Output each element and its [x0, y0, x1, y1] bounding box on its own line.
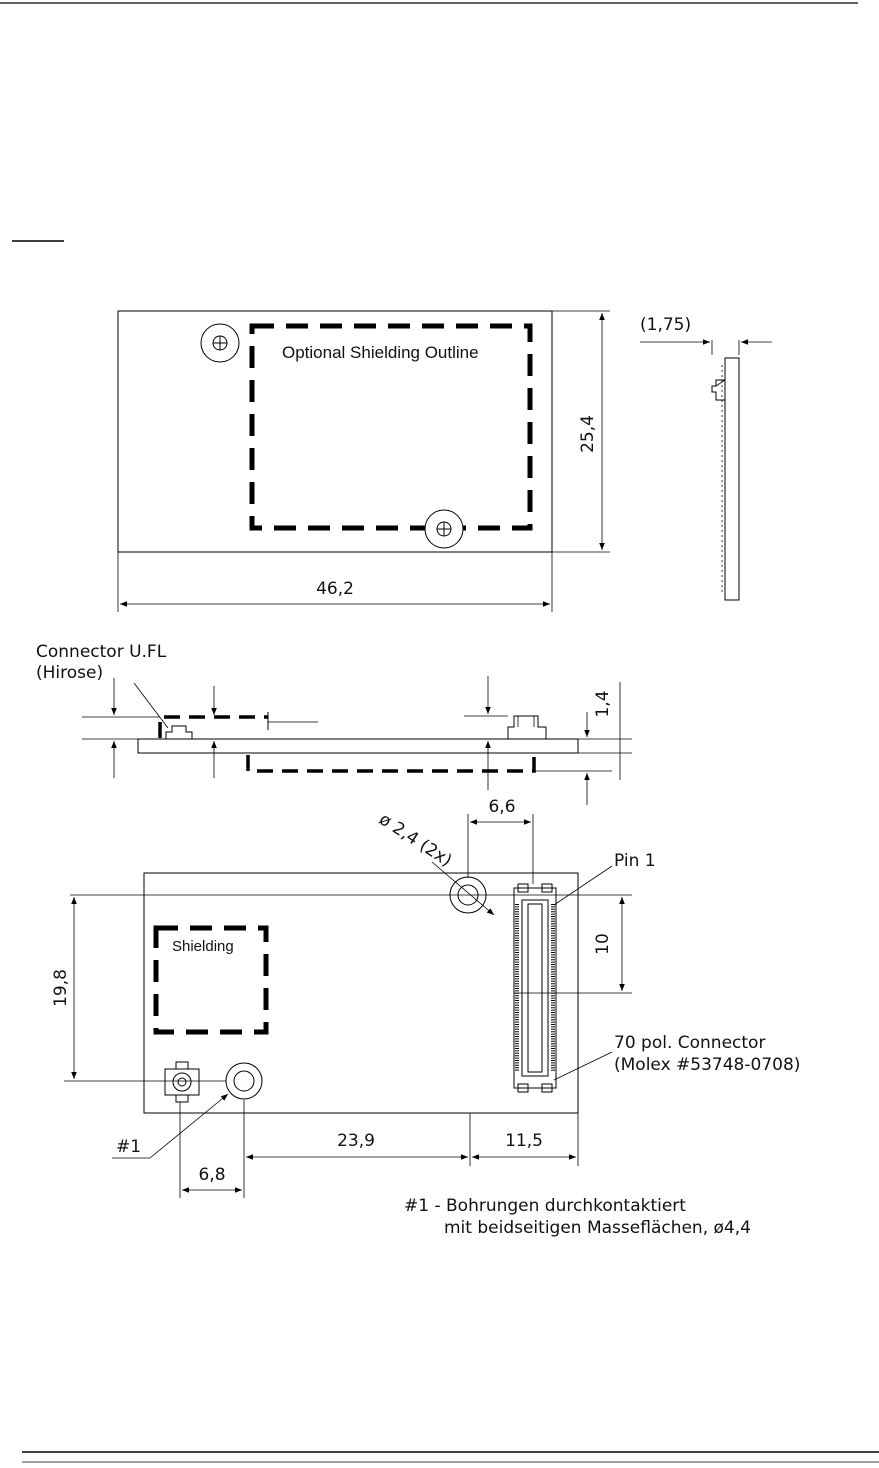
top-dim-width: 46,2 — [316, 579, 354, 599]
side-dim-thickness: (1,75) — [640, 315, 691, 335]
bottom-note-line-1: #1 - Bohrungen durchkontaktiert — [404, 1196, 686, 1216]
profile-ufl-connector — [166, 726, 192, 739]
profile-view: Connector U.FL (Hirose) — [36, 642, 632, 805]
profile-b2b-connector — [508, 716, 546, 739]
bottom-dim-19-8: 19,8 — [51, 969, 71, 1007]
top-view: Optional Shielding Outline 25,4 46,2 — [118, 311, 610, 612]
side-board — [725, 358, 739, 600]
bottom-dim-23-9: 23,9 — [337, 1131, 375, 1151]
bottom-view: Shielding — [51, 797, 800, 1238]
bottom-dim-hole: ø 2,4 (2x) — [375, 809, 455, 871]
top-shielding-label: Optional Shielding Outline — [282, 343, 479, 362]
side-view: (1,75) — [640, 315, 772, 600]
top-dim-height: 25,4 — [578, 415, 598, 453]
bottom-dim-pitch: 6,6 — [488, 797, 515, 817]
profile-pcb — [138, 739, 578, 753]
profile-dim-height: 1,4 — [593, 690, 613, 717]
bottom-shielding-label: Shielding — [172, 938, 234, 955]
profile-connector-label-1: Connector U.FL — [36, 642, 167, 662]
bottom-dim-10: 10 — [593, 933, 613, 955]
top-mounting-hole-2 — [425, 510, 463, 548]
bottom-connector-label-2: (Molex #53748-0708) — [614, 1055, 800, 1075]
bottom-pin1-label: Pin 1 — [614, 851, 656, 871]
bottom-dim-6-8: 6,8 — [198, 1165, 225, 1185]
bottom-note-line-2: mit beidseitigen Masseflächen, ø4,4 — [444, 1218, 751, 1238]
bottom-board-outline — [144, 873, 578, 1113]
bottom-dim-11-5: 11,5 — [505, 1131, 543, 1151]
bottom-hole-ref: #1 — [116, 1137, 141, 1157]
bottom-connector-label-1: 70 pol. Connector — [614, 1033, 765, 1053]
profile-connector-label-2: (Hirose) — [36, 663, 103, 683]
